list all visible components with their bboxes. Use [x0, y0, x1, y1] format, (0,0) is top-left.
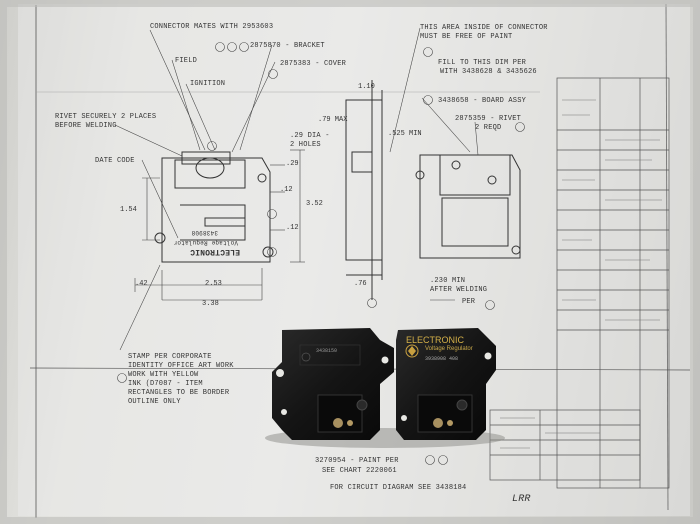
note-field: FIELD — [175, 57, 198, 65]
note-stamp-6: OUTLINE ONLY — [128, 398, 181, 406]
note-circuit: FOR CIRCUIT DIAGRAM SEE 3438184 — [330, 484, 467, 492]
dim-338: 3.38 — [202, 300, 219, 308]
note-rivet-securely: RIVET SECURELY 2 PLACES — [55, 113, 157, 121]
right-regulator-sub: Voltage Regulator — [425, 346, 473, 352]
note-after-welding: AFTER WELDING — [430, 286, 488, 294]
note-stamp-5: RECTANGLES TO BE BORDER — [128, 389, 230, 397]
note-date-code: DATE CODE — [95, 157, 135, 165]
right-regulator-brand: ELECTRONIC — [406, 335, 465, 345]
right-regulator-number: 3938908 408 — [425, 356, 459, 362]
left-regulator — [272, 328, 394, 440]
note-see-chart: SEE CHART 2220061 — [322, 467, 397, 475]
note-rivet-reqd: 2 REQD — [475, 124, 502, 132]
note-holes: 2 HOLES — [290, 141, 321, 149]
dim-525-min: .525 MIN — [388, 130, 422, 138]
note-after-welding-dim: .230 MIN — [430, 277, 466, 285]
right-regulator — [396, 328, 496, 440]
drawing-signature: LRR — [512, 494, 531, 505]
dim-76: .76 — [354, 280, 367, 288]
dim-12b: .12 — [286, 224, 299, 232]
note-board-assy: 3438658 - BOARD ASSY — [438, 97, 527, 105]
note-stamp-4: INK (D7087 - ITEM — [128, 380, 203, 388]
dim-42: .42 — [135, 280, 148, 288]
note-connector-mates: CONNECTOR MATES WITH 2953603 — [150, 23, 274, 31]
note-stamp-3: WORK WITH YELLOW — [128, 371, 199, 379]
note-paint-free: MUST BE FREE OF PAINT — [420, 33, 513, 41]
note-area: THIS AREA INSIDE OF CONNECTOR — [420, 24, 548, 32]
note-cover: 2875383 - COVER — [280, 60, 347, 68]
dim-352: 3.52 — [306, 200, 323, 208]
note-bracket: 2875870 - BRACKET — [250, 42, 325, 50]
note-paint: 3270954 - PAINT PER — [315, 457, 399, 465]
dim-79-max: .79 MAX — [318, 116, 348, 124]
note-fill-with: WITH 3438628 & 3435626 — [440, 68, 537, 76]
note-hole-dia: .29 DIA - — [290, 132, 330, 140]
left-regulator-number: 3438150 — [316, 348, 338, 354]
note-stamp-1: STAMP PER CORPORATE — [128, 353, 212, 361]
note-before-welding: BEFORE WELDING — [55, 122, 117, 130]
dim-253: 2.53 — [205, 280, 222, 288]
note-fill-dim: FILL TO THIS DIM PER — [438, 59, 527, 67]
dim-110: 1.10 — [358, 83, 375, 91]
note-ignition: IGNITION — [190, 80, 226, 88]
note-rivet: 2875359 - RIVET — [455, 115, 522, 123]
dim-29: .29 — [286, 160, 299, 168]
note-stamp-2: IDENTITY OFFICE ART WORK — [128, 362, 234, 370]
dim-154: 1.54 — [120, 206, 137, 214]
dim-12a: .12 — [280, 186, 293, 194]
note-per: PER — [462, 298, 476, 306]
